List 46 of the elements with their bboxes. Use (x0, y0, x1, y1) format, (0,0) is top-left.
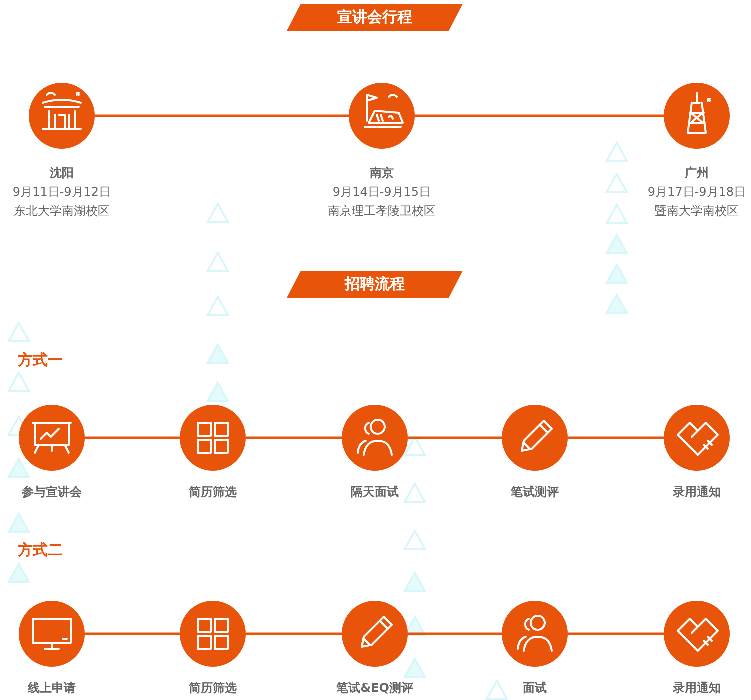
date-text: 9月17日-9月18日 (646, 184, 748, 201)
tower-circle (664, 83, 730, 149)
step-label: 参与宣讲会 (21, 484, 83, 501)
connector-line (408, 632, 502, 636)
date-text: 9月11日-9月12日 (12, 184, 112, 201)
step-label: 录用通知 (672, 484, 722, 501)
gate-circle (29, 83, 95, 149)
city-label: 南京 (369, 165, 395, 182)
step-label: 简历筛选 (188, 484, 238, 501)
pencil-circle (502, 405, 568, 471)
title-banner: 宣讲会行程 (287, 4, 463, 31)
chart-board-circle (19, 405, 85, 471)
section-heading: 方式一 (18, 351, 63, 370)
grid-circle (180, 405, 246, 471)
connector-line (408, 436, 502, 440)
handshake-circle (664, 601, 730, 667)
people-circle (342, 405, 408, 471)
title-banner: 招聘流程 (287, 271, 463, 298)
step-label: 线上申请 (26, 680, 77, 697)
city-label: 沈阳 (49, 165, 75, 182)
step-label: 笔试测评 (510, 484, 560, 501)
step-label: 隔天面试 (350, 484, 400, 501)
step-label: 录用通知 (672, 680, 722, 697)
connector-line (85, 436, 180, 440)
city-label: 广州 (684, 165, 710, 182)
flag-and-building-circle (349, 83, 415, 149)
pencil-circle (342, 601, 408, 667)
campus-text: 南京理工孝陵卫校区 (327, 203, 437, 220)
connector-line (246, 436, 342, 440)
handshake-circle (664, 405, 730, 471)
connector-line (95, 114, 349, 118)
connector-line (568, 436, 664, 440)
people-circle (502, 601, 568, 667)
connector-line (568, 632, 664, 636)
connector-line (85, 632, 180, 636)
grid-circle (180, 601, 246, 667)
step-label: 简历筛选 (188, 680, 238, 697)
connector-line (415, 114, 664, 118)
connector-line (246, 632, 342, 636)
section-heading: 方式二 (18, 541, 63, 560)
campus-text: 东北大学南湖校区 (13, 203, 111, 220)
date-text: 9月14日-9月15日 (332, 184, 432, 201)
step-label: 笔试&EQ测评 (336, 680, 414, 697)
campus-text: 暨南大学南校区 (654, 203, 740, 220)
step-label: 面试 (522, 680, 548, 697)
monitor-circle (19, 601, 85, 667)
